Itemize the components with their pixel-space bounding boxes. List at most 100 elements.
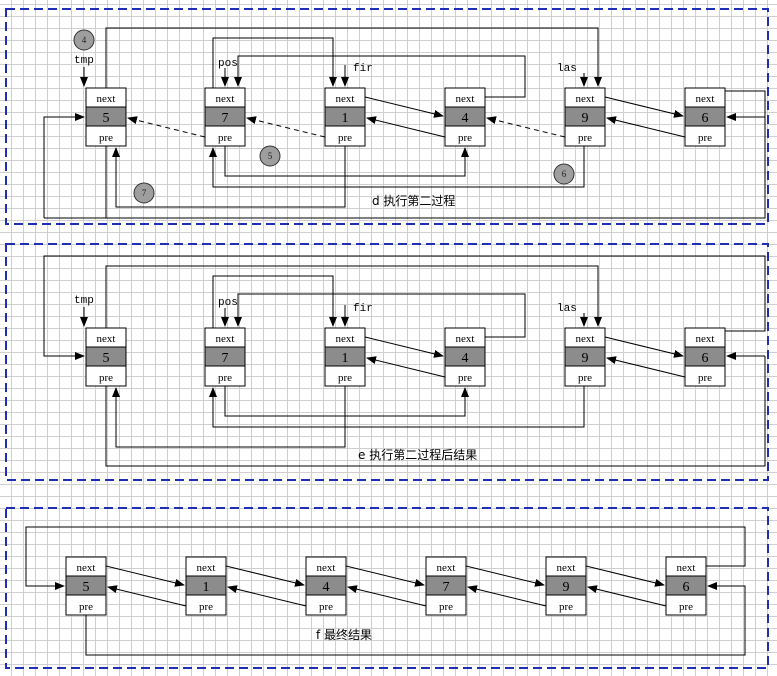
panel-f-node-7: next 7 pre xyxy=(425,556,467,616)
link-d-outer-to-5 xyxy=(43,113,85,218)
node-next-label: next xyxy=(576,333,595,345)
pointer-pos-label: pos xyxy=(218,297,238,309)
link-e-top-to-1 xyxy=(212,275,337,328)
node-pre-label: pre xyxy=(578,372,592,384)
step-5-number: 5 xyxy=(268,151,273,161)
step-7-number: 7 xyxy=(142,188,147,198)
link-d-7-to-5-dashed xyxy=(127,116,206,138)
node-pre-label: pre xyxy=(338,132,352,144)
node-value: 9 xyxy=(563,580,570,595)
pointer-fir-label: fir xyxy=(353,303,373,315)
link-d-9-to-6 xyxy=(604,96,684,118)
link-d-outer-to-5 xyxy=(105,27,602,88)
node-value: 5 xyxy=(103,111,110,126)
node-pre-label: pre xyxy=(99,372,113,384)
node-pre-label: pre xyxy=(218,132,232,144)
node-value: 1 xyxy=(342,111,349,126)
step-7-marker: 7 xyxy=(133,182,155,204)
node-pre-label: pre xyxy=(79,601,93,613)
link-f-6-to-9 xyxy=(587,585,667,607)
node-next-label: next xyxy=(677,562,696,574)
link-f-1-to-4 xyxy=(225,565,305,587)
panel-d-node-5: next 5 pre xyxy=(85,87,127,147)
pointer-pos-label: pos xyxy=(218,58,238,70)
link-d-4-to-7 xyxy=(234,55,526,98)
panel-f-frame xyxy=(5,507,769,669)
link-e-1-pre-to-5 xyxy=(112,386,346,448)
link-d-1-to-4 xyxy=(364,96,444,118)
panel-f-node-9: next 9 pre xyxy=(545,556,587,616)
link-e-5-to-6 xyxy=(105,356,766,467)
node-value: 1 xyxy=(203,580,210,595)
link-d-1-to-7-dashed xyxy=(246,116,326,138)
node-next-label: next xyxy=(696,333,715,345)
pointer-las-label: las xyxy=(557,303,577,315)
node-value: 4 xyxy=(462,111,469,126)
panel-e-node-1: next 1 pre xyxy=(324,327,366,387)
link-f-5-pre-to-6 xyxy=(85,582,746,656)
node-next-label: next xyxy=(576,93,595,105)
node-value: 7 xyxy=(222,111,229,126)
node-pre-label: pre xyxy=(218,372,232,384)
node-pre-label: pre xyxy=(99,132,113,144)
panel-f-caption: f 最终结果 xyxy=(316,627,372,642)
node-next-label: next xyxy=(97,93,116,105)
node-next-label: next xyxy=(197,562,216,574)
node-value: 5 xyxy=(103,351,110,366)
panel-f-node-1: next 1 pre xyxy=(185,556,227,616)
node-next-label: next xyxy=(317,562,336,574)
link-f-9-to-6 xyxy=(585,565,665,587)
panel-d-node-7: next 7 pre xyxy=(204,87,246,147)
panel-d-node-4: next 4 pre xyxy=(444,87,486,147)
panel-d: next 5 pre next 7 pre next 1 pre next 4 … xyxy=(5,8,769,225)
node-value: 6 xyxy=(702,351,709,366)
link-f-4-to-7 xyxy=(345,565,425,587)
pointer-las-label: las xyxy=(557,63,577,75)
node-next-label: next xyxy=(437,562,456,574)
panel-d-frame xyxy=(5,8,769,225)
link-e-9-to-6 xyxy=(604,336,684,358)
link-d-6-to-9 xyxy=(606,116,686,138)
node-next-label: next xyxy=(77,562,96,574)
link-d-1-pre-to-5 xyxy=(112,146,346,208)
link-d-9-pre-to-7 xyxy=(209,146,585,188)
node-next-label: next xyxy=(336,93,355,105)
step-6-marker: 6 xyxy=(553,163,575,185)
pointer-tmp-label: tmp xyxy=(74,295,94,307)
link-f-4-to-1 xyxy=(227,585,307,607)
node-value: 9 xyxy=(582,111,589,126)
link-f-7-to-4 xyxy=(347,585,427,607)
node-next-label: next xyxy=(216,93,235,105)
node-pre-label: pre xyxy=(698,132,712,144)
node-value: 4 xyxy=(462,351,469,366)
node-value: 4 xyxy=(323,580,330,595)
panel-d-caption: d 执行第二过程 xyxy=(372,193,455,208)
node-next-label: next xyxy=(456,333,475,345)
panel-f-node-4: next 4 pre xyxy=(305,556,347,616)
node-next-label: next xyxy=(557,562,576,574)
link-e-6-to-9 xyxy=(606,356,686,378)
panel-d-node-1: next 1 pre xyxy=(324,87,366,147)
node-pre-label: pre xyxy=(698,372,712,384)
node-next-label: next xyxy=(97,333,116,345)
node-pre-label: pre xyxy=(458,132,472,144)
step-4-number: 4 xyxy=(82,35,87,45)
link-d-6-to-5 xyxy=(44,90,766,219)
node-next-label: next xyxy=(456,93,475,105)
node-pre-label: pre xyxy=(199,601,213,613)
link-d-9-to-4-dashed xyxy=(486,116,566,138)
node-pre-label: pre xyxy=(559,601,573,613)
panel-d-node-6: next 6 pre xyxy=(684,87,726,147)
link-e-5-next-to-9 xyxy=(105,265,602,328)
node-pre-label: pre xyxy=(319,601,333,613)
panel-e-caption: e 执行第二过程后结果 xyxy=(358,447,477,462)
link-f-9-to-7 xyxy=(467,585,547,607)
step-5-marker: 5 xyxy=(259,145,281,167)
panel-f: next 5 pre next 1 pre next 4 pre next 7 … xyxy=(5,507,769,669)
step-4-marker: 4 xyxy=(73,29,95,51)
node-pre-label: pre xyxy=(458,372,472,384)
node-value: 5 xyxy=(83,580,90,595)
node-pre-label: pre xyxy=(338,372,352,384)
link-f-1-to-5 xyxy=(107,585,187,607)
